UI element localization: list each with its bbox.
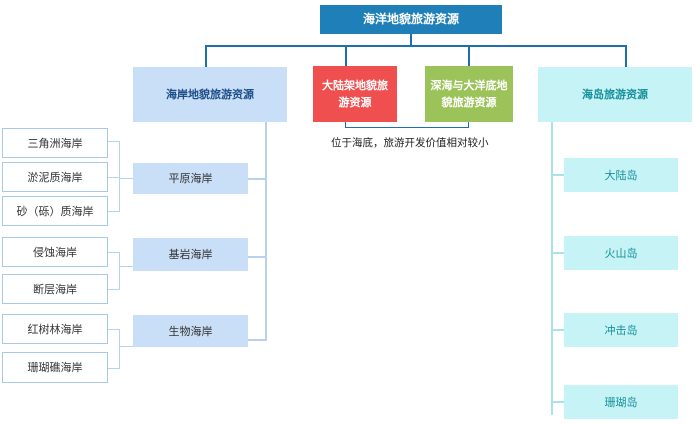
coast-subtype-label: 断层海岸 xyxy=(33,282,77,296)
bracket-bedrock-top xyxy=(108,252,120,253)
coast-subtype-label: 淤泥质海岸 xyxy=(27,170,83,184)
bracket-plain-top xyxy=(108,141,120,142)
coast-subtype-label: 砂（砾）质海岸 xyxy=(16,204,94,218)
connector-plain-coast xyxy=(248,178,267,180)
bracket-bedrock-out xyxy=(119,266,133,267)
connector-bedrock-coast xyxy=(248,256,267,258)
bracket-plain-out xyxy=(119,178,133,179)
connector-island-4 xyxy=(551,401,564,403)
note-bracket-right xyxy=(468,122,469,128)
coast-type-label: 平原海岸 xyxy=(168,172,213,185)
connector-to-coastal xyxy=(205,45,207,67)
connector-bio-coast xyxy=(248,339,267,341)
coast-type-plain: 平原海岸 xyxy=(133,163,248,194)
category-shelf: 大陆架地貌旅游资源 xyxy=(313,66,397,122)
connector-to-deep-sea xyxy=(468,45,470,66)
coastal-spine xyxy=(265,122,267,341)
note-bracket-left xyxy=(345,122,346,128)
bracket-bio-vertical xyxy=(119,329,120,369)
category-shelf-label: 大陆架地貌旅游资源 xyxy=(322,79,388,109)
bracket-plain-bottom xyxy=(108,211,120,212)
category-coastal: 海岸地貌旅游资源 xyxy=(133,67,287,122)
coast-subtype-sandy: 砂（砾）质海岸 xyxy=(2,196,108,226)
coast-type-label: 基岩海岸 xyxy=(168,248,213,261)
bracket-bio-bottom xyxy=(108,368,120,369)
connector-to-island xyxy=(625,45,627,67)
coast-subtype-coral-reef: 珊瑚礁海岸 xyxy=(2,352,108,383)
note-bracket-bar xyxy=(345,127,469,128)
island-label: 冲击岛 xyxy=(604,323,638,337)
coast-subtype-mangrove: 红树林海岸 xyxy=(2,314,108,344)
coast-subtype-label: 三角洲海岸 xyxy=(27,136,83,150)
bracket-plain-vertical xyxy=(119,141,120,212)
bracket-bio-out xyxy=(119,346,133,347)
shelf-deep-sea-note: 位于海底，旅游开发价值相对较小 xyxy=(331,137,489,149)
coast-subtype-delta: 三角洲海岸 xyxy=(2,128,108,158)
island-label: 火山岛 xyxy=(604,246,638,260)
island-coral: 珊瑚岛 xyxy=(564,385,678,419)
connector-to-shelf xyxy=(345,45,347,66)
root-connector-stem xyxy=(410,34,412,46)
island-spine xyxy=(551,122,553,415)
category-island: 海岛旅游资源 xyxy=(538,67,692,122)
coast-subtype-label: 侵蚀海岸 xyxy=(33,245,77,259)
connector-island-3 xyxy=(551,329,564,331)
root-connector-bar xyxy=(205,45,627,47)
island-alluvial: 冲击岛 xyxy=(564,313,678,347)
island-label: 珊瑚岛 xyxy=(604,395,638,409)
coast-subtype-fault: 断层海岸 xyxy=(2,274,108,304)
category-coastal-label: 海岸地貌旅游资源 xyxy=(166,88,254,101)
island-continental: 大陆岛 xyxy=(564,158,678,192)
island-volcanic: 火山岛 xyxy=(564,236,678,270)
category-deep-sea-label: 深海与大洋底地貌旅游资源 xyxy=(430,79,508,109)
coast-subtype-label: 珊瑚礁海岸 xyxy=(27,361,83,374)
bracket-bedrock-vertical xyxy=(119,252,120,290)
coast-subtype-label: 红树林海岸 xyxy=(27,322,83,336)
coast-type-bedrock: 基岩海岸 xyxy=(133,238,248,271)
root-label: 海洋地貌旅游资源 xyxy=(362,12,459,26)
coast-subtype-erosion: 侵蚀海岸 xyxy=(2,237,108,267)
root-node: 海洋地貌旅游资源 xyxy=(320,5,502,34)
coast-type-label: 生物海岸 xyxy=(168,324,213,338)
island-label: 大陆岛 xyxy=(604,168,638,182)
connector-island-1 xyxy=(551,174,564,176)
bracket-bio-top xyxy=(108,329,120,330)
bracket-plain-mid xyxy=(108,177,120,178)
coast-subtype-muddy: 淤泥质海岸 xyxy=(2,162,108,192)
category-island-label: 海岛旅游资源 xyxy=(582,88,648,101)
category-deep-sea: 深海与大洋底地貌旅游资源 xyxy=(425,66,513,122)
coast-type-biological: 生物海岸 xyxy=(133,315,248,347)
connector-island-2 xyxy=(551,252,564,254)
bracket-bedrock-bottom xyxy=(108,289,120,290)
